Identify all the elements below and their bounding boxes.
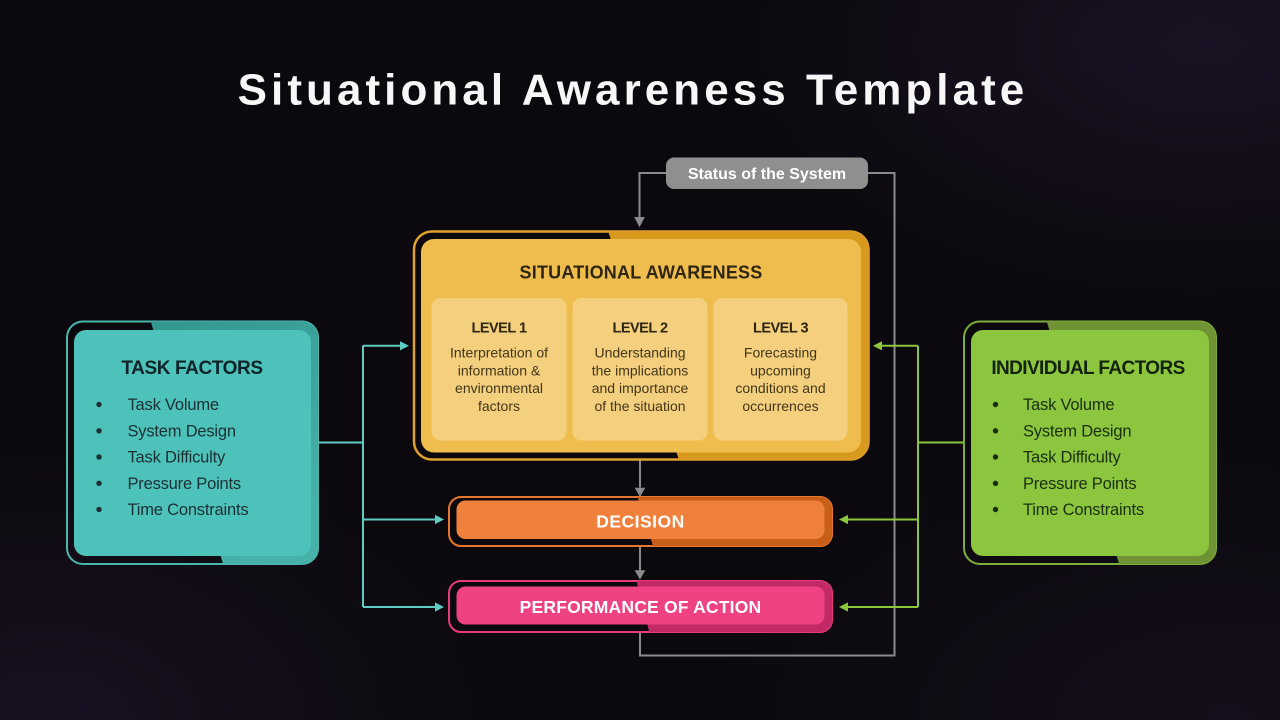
svg-text:Understanding: Understanding — [594, 345, 685, 361]
svg-text:and importance: and importance — [592, 380, 689, 396]
svg-text:Interpretation of: Interpretation of — [450, 345, 548, 361]
svg-text:the implications: the implications — [592, 362, 689, 378]
svg-text:System Design: System Design — [128, 422, 236, 440]
svg-text:Situational Awareness Template: Situational Awareness Template — [238, 66, 1029, 115]
svg-text:occurrences: occurrences — [742, 398, 818, 414]
svg-text:factors: factors — [478, 398, 520, 414]
svg-text:SITUATIONAL AWARENESS: SITUATIONAL AWARENESS — [520, 263, 763, 283]
svg-text:upcoming: upcoming — [750, 362, 811, 378]
svg-text:PERFORMANCE OF ACTION: PERFORMANCE OF ACTION — [520, 597, 762, 617]
svg-text:conditions and: conditions and — [735, 380, 825, 396]
svg-text:LEVEL 1: LEVEL 1 — [471, 321, 526, 337]
svg-text:Task Difficulty: Task Difficulty — [1023, 449, 1122, 467]
svg-text:LEVEL 3: LEVEL 3 — [753, 321, 808, 337]
svg-text:environmental: environmental — [455, 380, 543, 396]
svg-text:information &: information & — [458, 362, 541, 378]
svg-text:System Design: System Design — [1023, 422, 1131, 440]
svg-text:Task Volume: Task Volume — [128, 396, 219, 414]
svg-text:Time Constraints: Time Constraints — [128, 501, 249, 519]
svg-text:Forecasting: Forecasting — [744, 345, 817, 361]
svg-text:DECISION: DECISION — [596, 512, 685, 532]
svg-text:TASK FACTORS: TASK FACTORS — [121, 358, 262, 379]
svg-text:Pressure Points: Pressure Points — [128, 475, 241, 493]
svg-text:LEVEL 2: LEVEL 2 — [612, 321, 667, 337]
svg-text:INDIVIDUAL FACTORS: INDIVIDUAL FACTORS — [991, 358, 1184, 379]
svg-text:Status of the System: Status of the System — [688, 166, 846, 183]
svg-text:of the situation: of the situation — [594, 398, 685, 414]
svg-text:Pressure Points: Pressure Points — [1023, 475, 1136, 493]
svg-text:Task Difficulty: Task Difficulty — [128, 449, 227, 467]
svg-text:Time Constraints: Time Constraints — [1023, 501, 1144, 519]
svg-text:Task Volume: Task Volume — [1023, 396, 1114, 414]
